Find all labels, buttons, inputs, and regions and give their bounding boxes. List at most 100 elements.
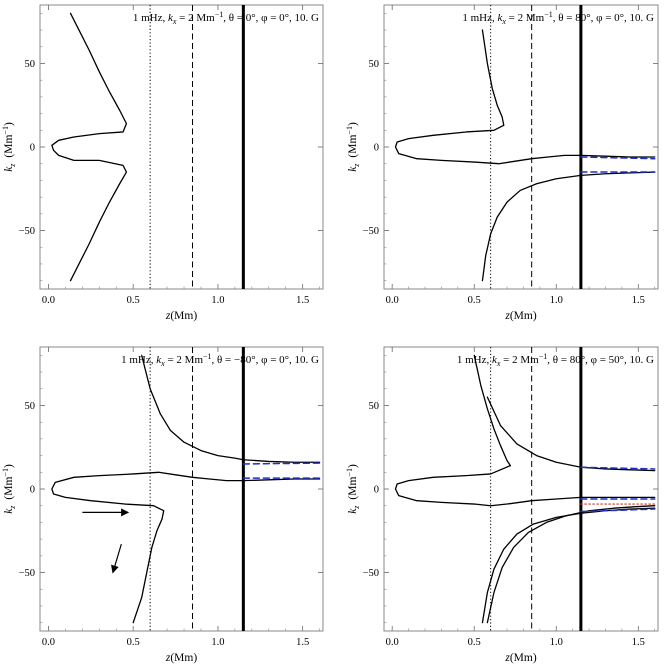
series-group	[51, 354, 321, 624]
series-dashed-8	[580, 508, 656, 513]
y-axis-label: kz(Mm−1)	[345, 464, 361, 514]
series-solid-2	[51, 471, 321, 624]
y-tick-label: 0	[30, 485, 35, 496]
plot-frame	[39, 346, 324, 632]
title-kx-exponent: −1	[539, 352, 548, 361]
title-frequency: 1 mHz,	[133, 12, 168, 24]
series-group	[394, 29, 656, 282]
y-axis-symbol: k	[3, 508, 15, 514]
y-tick-label: 0	[374, 485, 379, 496]
y-axis-unit-exponent: −1	[1, 468, 10, 477]
x-axis-label: z(Mm)	[504, 652, 536, 664]
y-tick-label: −50	[363, 568, 379, 579]
y-axis-label: kz (Mm−1)	[1, 464, 17, 514]
x-tick-label: 1.0	[211, 637, 224, 648]
y-axis-unit: (Mm	[3, 135, 15, 158]
title-theta: , θ = 0°,	[223, 12, 261, 24]
y-axis-symbol: k	[347, 508, 359, 514]
y-tick-label: −50	[19, 568, 35, 579]
series-dashed-3	[242, 462, 321, 465]
title-kx-symbol: k	[168, 12, 174, 24]
title-frequency: 1 mHz,	[457, 354, 492, 366]
x-axis-symbol: z	[504, 310, 510, 322]
panel-title: 1 mHz, kx = 2 Mm−1, θ = 80°, φ = 0°, 10.…	[462, 10, 654, 26]
y-axis-subscript: z	[8, 163, 17, 168]
series-group	[394, 354, 656, 624]
series-solid-1	[51, 12, 128, 282]
title-phi: φ = 0°, 10. G	[261, 354, 319, 366]
x-tick-label: 0.0	[42, 295, 55, 306]
y-tick-label: 0	[374, 143, 379, 154]
panel-title: 1 mHz, kx = 2 Mm−1, θ = 0°, φ = 0°, 10. …	[133, 10, 319, 26]
y-tick-label: 50	[25, 59, 36, 70]
y-tick-label: 50	[25, 401, 36, 412]
panel-title: 1 mHz, kx = 2 Mm−1, θ = 80°, φ = 50°, 10…	[457, 352, 654, 368]
y-axis-unit-exponent: −1	[345, 468, 354, 477]
x-axis-label: z(Mm)	[165, 310, 197, 322]
plot-frame	[39, 4, 324, 290]
x-tick-label: 0.0	[386, 295, 399, 306]
plot-frame	[383, 346, 659, 632]
y-axis-subscript: z	[352, 505, 361, 510]
x-tick-label: 1.5	[296, 637, 309, 648]
y-axis-unit: (Mm	[347, 135, 359, 158]
y-axis-unit-close: )	[347, 464, 359, 468]
title-kx-subscript: x	[501, 17, 506, 26]
y-axis-unit-close: )	[3, 464, 15, 468]
x-axis-unit: (Mm)	[170, 310, 197, 322]
title-frequency: 1 mHz,	[121, 354, 156, 366]
title-kx-subscript: x	[172, 17, 177, 26]
x-tick-label: 0.0	[42, 637, 55, 648]
x-tick-label: 1.5	[632, 295, 645, 306]
x-axis-label: z(Mm)	[165, 652, 197, 664]
series-solid-5	[486, 505, 656, 624]
series-solid-1	[141, 354, 321, 463]
y-axis-subscript: z	[352, 163, 361, 168]
plot-frame	[383, 4, 659, 290]
title-frequency: 1 mHz,	[462, 12, 497, 24]
series-solid-2	[486, 396, 656, 472]
y-axis-unit-exponent: −1	[345, 126, 354, 135]
y-axis-unit-close: )	[347, 122, 359, 126]
y-axis-label: kz(Mm−1)	[1, 122, 17, 172]
x-axis-unit: (Mm)	[510, 310, 537, 322]
title-kx-exponent: −1	[544, 10, 553, 19]
series-solid-1	[394, 29, 656, 165]
x-tick-label: 0.5	[468, 295, 481, 306]
direction-arrow-2	[111, 543, 122, 574]
x-tick-label: 1.5	[296, 295, 309, 306]
title-kx-exponent: −1	[203, 352, 212, 361]
x-tick-label: 0.5	[127, 637, 140, 648]
series-solid-3	[394, 464, 656, 507]
title-phi: φ = 0°, 10. G	[261, 12, 319, 24]
title-theta: , θ = 80°,	[547, 354, 590, 366]
y-axis-subscript: z	[8, 505, 17, 510]
x-tick-label: 1.0	[550, 637, 563, 648]
x-tick-label: 0.5	[127, 295, 140, 306]
x-tick-label: 0.0	[386, 637, 399, 648]
y-axis-unit-exponent: −1	[1, 126, 10, 135]
y-axis-label: kz (Mm−1)	[345, 122, 361, 172]
y-tick-label: 50	[369, 59, 380, 70]
y-tick-label: −50	[363, 226, 379, 237]
y-axis-unit: (Mm	[3, 477, 15, 500]
title-phi: φ = 50°, 10. G	[591, 354, 654, 366]
series-solid-4	[481, 507, 656, 624]
title-kx-subscript: x	[160, 359, 165, 368]
series-dashed-3	[580, 156, 656, 160]
x-tick-label: 1.5	[632, 637, 645, 648]
title-kx-value: = 2 Mm	[500, 354, 539, 366]
series-group	[51, 12, 128, 282]
title-kx-symbol: k	[156, 354, 162, 366]
title-kx-value: = 2 Mm	[176, 12, 215, 24]
title-kx-subscript: x	[496, 359, 501, 368]
y-tick-label: 50	[369, 401, 380, 412]
series-dashed-6	[580, 466, 656, 470]
y-axis-unit-close: )	[3, 122, 15, 126]
y-axis-symbol: k	[347, 166, 359, 172]
